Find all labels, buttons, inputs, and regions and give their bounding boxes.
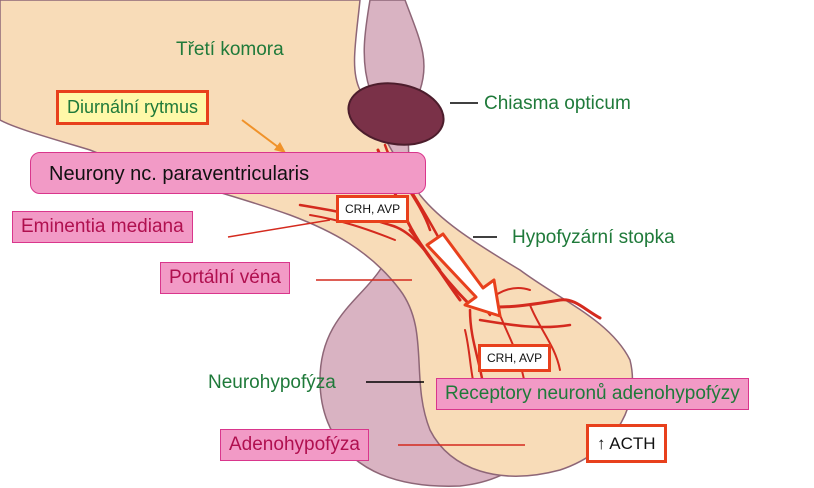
crh-avp-bottom-box: CRH, AVP xyxy=(478,344,551,372)
chiasma-opticum-label: Chiasma opticum xyxy=(484,94,631,113)
acth-box: ↑ ACTH xyxy=(586,424,667,463)
portalni-vena-box: Portální véna xyxy=(160,262,290,294)
eminentia-mediana-box: Eminentia mediana xyxy=(12,211,193,243)
adenohypofyza-box: Adenohypofýza xyxy=(220,429,369,461)
neurony-box: Neurony nc. paraventricularis xyxy=(30,152,426,194)
hypofyzarni-stopka-label: Hypofyzární stopka xyxy=(512,228,675,247)
diurnalni-rytmus-box: Diurnální rytmus xyxy=(56,90,209,125)
eminentia-leader xyxy=(228,220,330,237)
neurohypofyza-label: Neurohypofýza xyxy=(208,373,336,392)
receptory-box: Receptory neuronů adenohypofýzy xyxy=(436,378,749,410)
treti-komora-label: Třetí komora xyxy=(176,40,284,59)
crh-avp-top-box: CRH, AVP xyxy=(336,195,409,223)
